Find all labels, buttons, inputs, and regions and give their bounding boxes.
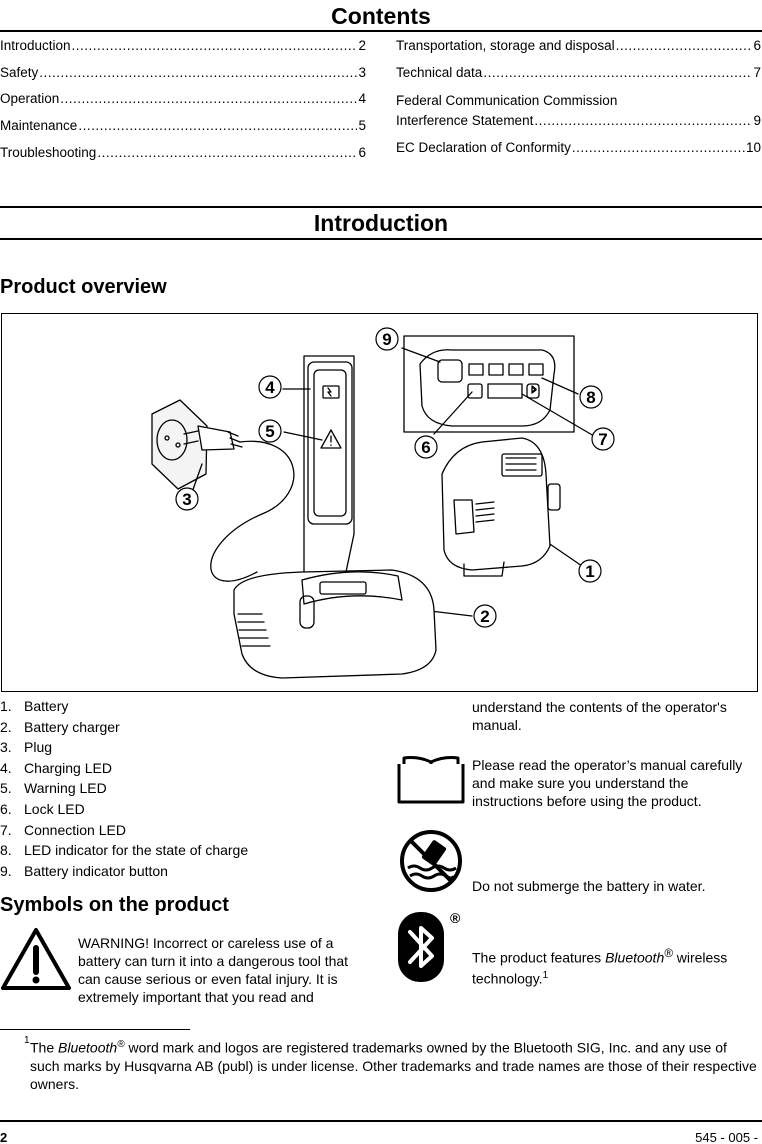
callout-5: 5	[258, 419, 282, 443]
toc-entry[interactable]: Transportation, storage and disposal6	[396, 38, 761, 65]
list-item: 8.LED indicator for the state of charge	[0, 842, 249, 859]
document-code: 545 - 005 -	[695, 1130, 758, 1144]
toc-entry[interactable]: Troubleshooting6	[0, 145, 366, 172]
callout-9: 9	[375, 327, 399, 351]
callout-8: 8	[579, 385, 603, 409]
bluetooth-text: The product features Bluetooth® wireless…	[472, 947, 728, 987]
list-item: 4.Charging LED	[0, 759, 112, 776]
svg-text:5: 5	[265, 422, 274, 441]
no-submerge-icon	[400, 830, 462, 892]
svg-text:4: 4	[265, 378, 275, 397]
svg-text:6: 6	[421, 438, 430, 457]
toc-entry[interactable]: Safety3	[0, 65, 366, 92]
toc-entry[interactable]: Introduction2	[0, 38, 366, 65]
manual-text: Please read the operator’s manual carefu…	[472, 757, 743, 809]
toc-entry[interactable]: Maintenance5	[0, 118, 366, 145]
footnote-rule	[0, 1029, 190, 1030]
list-item: 3.Plug	[0, 739, 53, 756]
section-title: Introduction	[0, 206, 762, 240]
list-item: 7.Connection LED	[0, 821, 126, 838]
bluetooth-registered-mark: ®	[450, 910, 461, 926]
callout-4: 4	[258, 375, 282, 399]
toc-right: Transportation, storage and disposal6 Te…	[396, 38, 761, 167]
product-overview-figure: 9 4 5 8 6 7 3 1 2	[1, 313, 758, 692]
operator-manual-icon	[397, 756, 465, 804]
toc-entry[interactable]: Technical data7	[396, 65, 761, 92]
symbols-heading: Symbols on the product	[0, 894, 229, 916]
warning-triangle-icon	[1, 928, 71, 990]
toc-left: Introduction2 Safety3 Operation4 Mainten…	[0, 38, 366, 171]
list-item: 9.Battery indicator button	[0, 862, 168, 879]
contents-title: Contents	[0, 0, 762, 32]
product-overview-heading: Product overview	[0, 276, 167, 298]
water-text: Do not submerge the battery in water.	[472, 878, 706, 894]
toc-entry[interactable]: Federal Communication Commission	[396, 93, 618, 109]
callout-labels: 9 4 5 8 6 7 3 1 2	[175, 327, 615, 628]
parts-list: 1.Battery 2.Battery charger 3.Plug 4.Cha…	[0, 698, 248, 883]
list-item: 1.Battery	[0, 698, 69, 714]
warning-text-continued: understand the contents of the operator'…	[472, 699, 727, 733]
toc-entry[interactable]: Interference Statement9	[396, 113, 761, 140]
svg-text:2: 2	[480, 607, 489, 626]
callout-6: 6	[414, 435, 438, 459]
svg-text:7: 7	[598, 430, 607, 449]
toc-entry[interactable]: Operation4	[0, 91, 366, 118]
bluetooth-icon	[398, 912, 444, 982]
callout-2: 2	[473, 604, 497, 628]
toc-entry[interactable]: EC Declaration of Conformity10	[396, 140, 761, 167]
callout-7: 7	[591, 427, 615, 451]
svg-text:1: 1	[585, 562, 594, 581]
list-item: 6.Lock LED	[0, 800, 85, 817]
callout-1: 1	[578, 559, 602, 583]
svg-text:9: 9	[382, 330, 391, 349]
footer-rule	[0, 1120, 762, 1122]
warning-text: WARNING! Incorrect or careless use of a …	[78, 935, 349, 1005]
product-illustration: 9 4 5 8 6 7 3 1 2	[151, 327, 615, 679]
list-item: 5.Warning LED	[0, 780, 107, 797]
svg-text:3: 3	[182, 490, 191, 509]
callout-3: 3	[175, 487, 199, 511]
page-number: 2	[0, 1130, 8, 1144]
svg-text:8: 8	[586, 388, 595, 407]
list-item: 2.Battery charger	[0, 718, 120, 735]
